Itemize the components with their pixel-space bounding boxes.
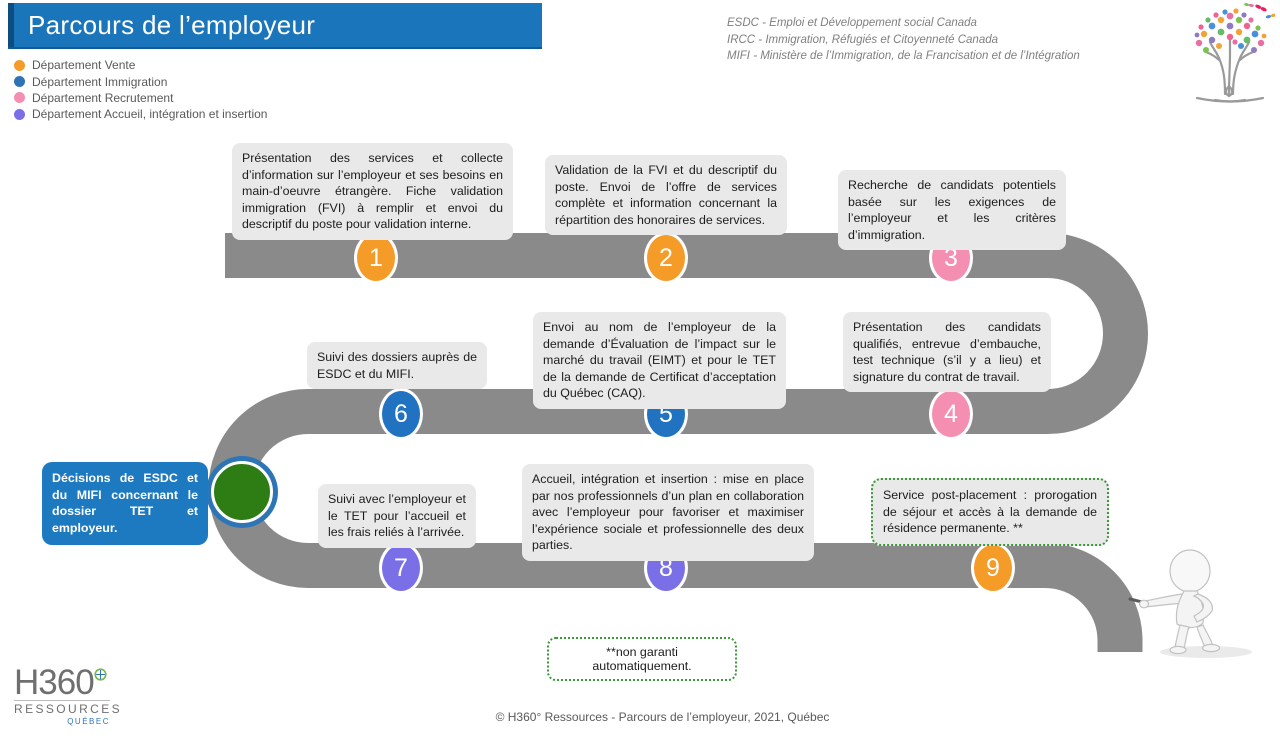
pink-dot-icon (14, 92, 25, 104)
blue-dot-icon (14, 76, 25, 88)
legend-label: Département Accueil, intégration et inse… (32, 107, 268, 122)
legend-label: Département Recrutement (32, 90, 174, 105)
acronym-ircc: IRCC - Immigration, Réfugiés et Citoyenn… (727, 33, 999, 46)
acronym-definitions: ESDC - Emploi et Développement social Ca… (727, 15, 1080, 65)
decision-green-circle (211, 461, 273, 523)
step-1-note: Présentation des services et collecte d’… (232, 143, 513, 241)
page-title: Parcours de l’employeur (28, 9, 316, 40)
step-5-note: Envoi au nom de l’employeur de la demand… (533, 312, 786, 410)
copyright-footer: © H360° Ressources - Parcours de l’emplo… (495, 710, 830, 724)
step-9-badge: 9 (971, 542, 1015, 594)
purple-dot-icon (14, 108, 25, 120)
title-banner: Parcours de l’employeur (8, 3, 542, 47)
step-2-badge: 2 (644, 232, 688, 284)
step-6-note: Suivi des dossiers auprès de ESDC et du … (307, 342, 487, 390)
foliage-dots (1194, 8, 1267, 53)
legend: Département Vente Département Immigratio… (14, 57, 267, 123)
acronym-mifi: MIFI - Ministère de l’Immigration, de la… (727, 50, 1080, 62)
h360-quebec-text: QUÉBEC (67, 717, 110, 726)
step-3-note: Recherche de candidats potentiels basée … (838, 170, 1066, 251)
legend-label: Département Immigration (32, 74, 168, 89)
step-7-note: Suivi avec l’employeur et le TET pour l’… (318, 484, 476, 548)
legend-label: Département Vente (32, 58, 136, 73)
step-9-note: Service post-placement : prorogation de … (871, 478, 1109, 546)
legend-item-accueil: Département Accueil, intégration et inse… (14, 106, 267, 122)
legend-item-recrutement: Département Recrutement (14, 90, 267, 106)
decision-box: Décisions de ESDC et du MIFI concernant … (42, 462, 208, 545)
tree-hands-logo (1194, 3, 1275, 103)
step-2-note: Validation de la FVI et du descriptif du… (545, 155, 787, 236)
h360-logo: H360 RESSOURCES QUÉBEC (14, 663, 123, 726)
acronym-esdc: ESDC - Emploi et Développement social Ca… (727, 17, 977, 29)
step-4-badge: 4 (929, 388, 973, 440)
legend-item-immigration: Département Immigration (14, 73, 267, 89)
footnote-box: **non garanti automatiquement. (547, 637, 737, 681)
step-4-note: Présentation des candidats qualifiés, en… (843, 312, 1051, 393)
globe-degree-icon (94, 668, 107, 681)
step-8-note: Accueil, intégration et insertion : mise… (522, 464, 814, 562)
butterfly-icon (1244, 3, 1275, 19)
step-6-badge: 6 (379, 388, 423, 440)
h360-brand-text: H360 (14, 663, 95, 702)
h360-ressources-text: RESSOURCES (14, 700, 123, 716)
legend-item-vente: Département Vente (14, 57, 267, 73)
step-7-badge: 7 (379, 542, 423, 594)
pointing-figure (1128, 549, 1252, 658)
orange-dot-icon (14, 59, 25, 71)
